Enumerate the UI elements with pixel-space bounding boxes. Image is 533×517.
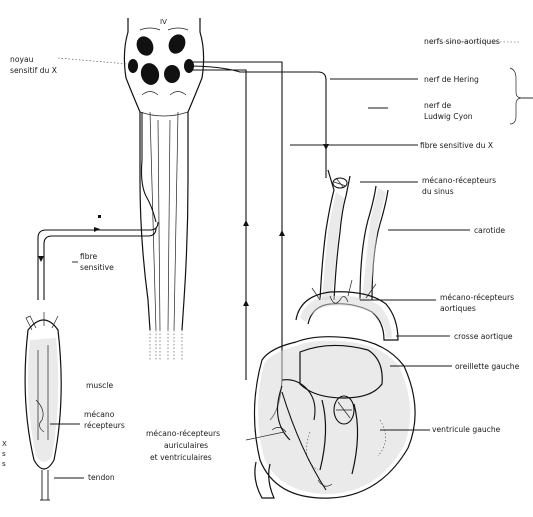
label-recepteurs: récepteurs <box>84 421 125 430</box>
label-mecano-recepteurs-aortiques: mécano-récepteurs <box>440 293 514 302</box>
label-noyau: noyau <box>10 55 34 64</box>
label-nerfs-sino-aortiques: nerfs sino-aortiques <box>424 37 500 46</box>
label-fibre-sensitive-du-x: fibre sensitive du X <box>420 141 493 150</box>
label-fibre: fibre <box>80 252 98 261</box>
label-muscle: muscle <box>86 381 113 390</box>
label-auriculaires: auriculaires <box>164 441 208 450</box>
label-mecano: mécano <box>84 410 115 419</box>
label-sensitif-du-x: sensitif du X <box>10 66 57 75</box>
label-sensitive: sensitive <box>80 263 114 272</box>
label-carotide: carotide <box>474 226 505 235</box>
carotid-artery <box>320 170 388 300</box>
label-mecano-recepteurs-coeur: mécano-récepteurs <box>146 429 220 438</box>
label-ventricule-gauche: ventricule gauche <box>432 425 501 434</box>
label-aortiques: aortiques <box>440 304 476 313</box>
margin-text-3: s <box>2 460 6 468</box>
muscle <box>25 312 61 500</box>
label-oreillette-gauche: oreillette gauche <box>455 362 520 371</box>
noyau-sensitif-nucleus <box>128 32 194 87</box>
label-tendon: tendon <box>88 473 115 482</box>
label-nerf-de: nerf de <box>424 101 452 110</box>
margin-text-1: X <box>2 440 7 448</box>
label-mecano-recepteurs-sinus: mécano-récepteurs <box>422 176 496 185</box>
margin-text-2: s <box>2 450 6 458</box>
label-ludwig-cyon: Ludwig Cyon <box>424 112 473 121</box>
heart <box>254 337 415 498</box>
label-crosse-aortique: crosse aortique <box>454 332 513 341</box>
spinal-level-marker: IV <box>160 18 167 26</box>
aortic-arch <box>296 280 398 340</box>
label-et-ventriculaires: et ventriculaires <box>150 453 212 462</box>
label-du-sinus: du sinus <box>422 187 454 196</box>
label-nerf-de-hering: nerf de Hering <box>424 75 479 84</box>
